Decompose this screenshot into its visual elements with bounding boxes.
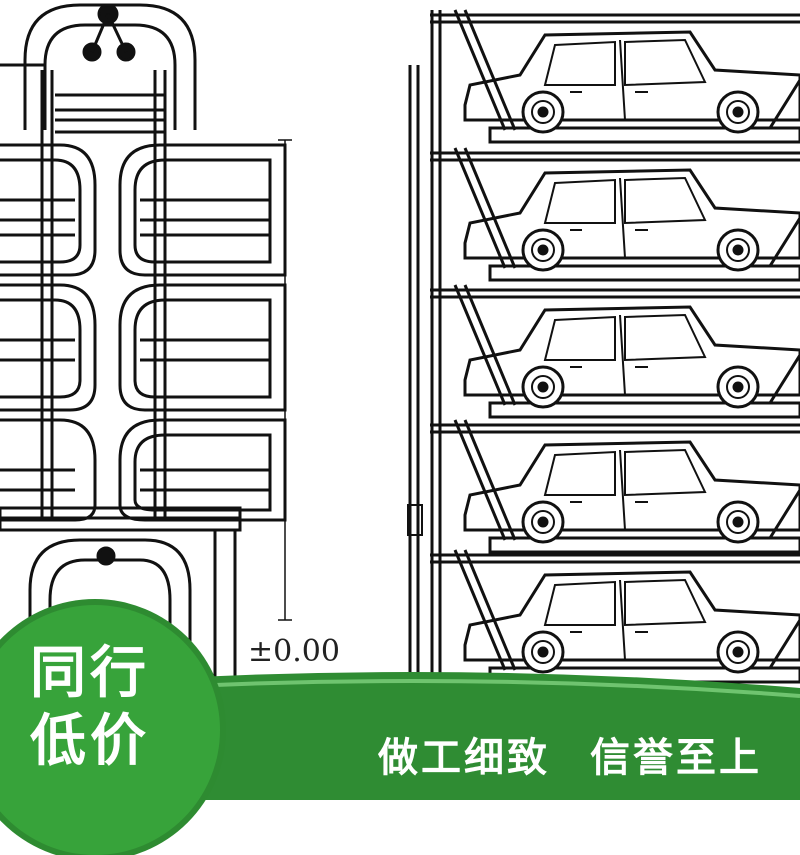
badge-line-2: 低价 <box>30 709 150 774</box>
car-icon <box>463 440 800 544</box>
slogan-left: 做工细致 <box>378 735 550 781</box>
badge-line-1: 同行 <box>30 641 150 706</box>
parking-deck <box>430 147 800 282</box>
parking-system-drawing <box>0 3 800 684</box>
multi-level-parking-rack-icon <box>407 9 800 684</box>
parking-deck <box>430 284 800 419</box>
parking-deck <box>430 419 800 554</box>
level-dimension-label: ±0.00 <box>248 634 340 669</box>
slogan-right: 信誉至上 <box>590 735 762 781</box>
parking-deck <box>430 549 800 684</box>
price-badge-text: 同行 低价 <box>0 640 180 776</box>
car-icon <box>463 305 800 409</box>
car-icon <box>463 570 800 674</box>
slogan: 做工细致信誉至上 <box>378 725 762 783</box>
car-icon <box>463 30 800 134</box>
car-icon <box>463 168 800 272</box>
vertical-lift-parking-icon <box>0 3 292 680</box>
parking-deck <box>430 9 800 144</box>
